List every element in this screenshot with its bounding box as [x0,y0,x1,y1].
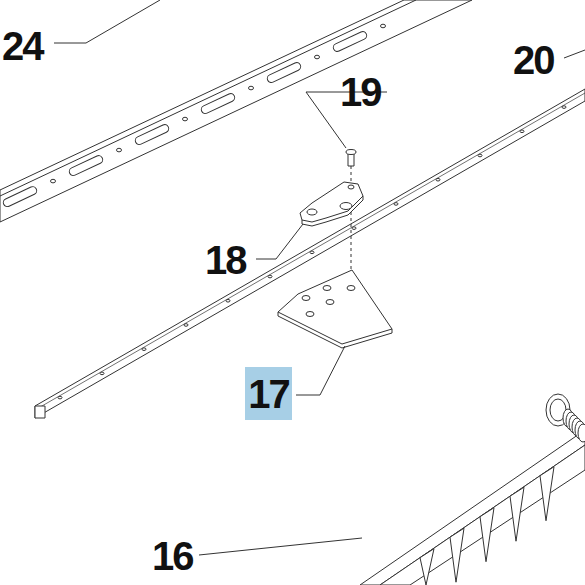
callout-number: 19 [340,72,381,112]
hold-down-plate [300,182,363,226]
cutter-bar-assembly [360,394,585,585]
highlight-box: 17 [245,367,292,420]
callout-number: 17 [248,374,289,414]
bolt [346,150,356,167]
callout-number: 24 [2,26,43,66]
callout-number: 20 [513,40,554,80]
callout-number: 18 [205,240,246,280]
knife-section [278,270,392,348]
callout-number: 16 [152,536,193,576]
leader-lines [54,0,585,555]
knife-back-bar [35,89,585,418]
slotted-bar [0,0,472,222]
